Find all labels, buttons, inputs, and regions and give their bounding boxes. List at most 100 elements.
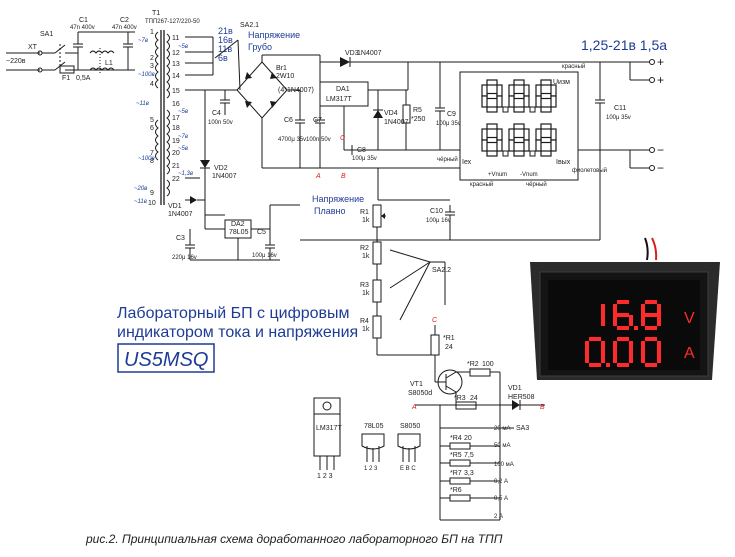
c8-value: 100μ 35v [352,156,377,162]
segment [540,136,552,144]
svg-text:−: − [657,161,664,175]
segment [601,341,605,352]
winding-100v-b: ~100в [138,156,155,162]
t1-pin-12: 12 [172,50,180,57]
segment [613,315,617,326]
transformer-t1: T1 ТПП267-127/220-50 1 2 3 4 5 6 7 8 9 1… [134,10,213,207]
r3-star-label: *R3 [454,395,466,402]
t1-pin-19: 19 [172,138,180,145]
t1-pin-8: 8 [150,158,154,165]
meter-plus-vnum: +Vnum [488,172,507,178]
r5-value: *250 [411,116,426,123]
t1-pin-21: 21 [172,163,180,170]
node-c-lower: C [432,317,438,324]
segment [589,363,601,367]
t1-pin-9: 9 [150,190,154,197]
c3-value: 220μ 16v [172,255,197,261]
winding-7v-a: ~7в [138,38,148,44]
pkg-s8050-pins: E B C [400,466,416,472]
decimal-point [606,363,610,367]
wire-red-label-b: красный [562,63,585,70]
c11-label: C11 [614,105,626,112]
segment [617,326,629,330]
segment [486,79,498,86]
segment [508,139,515,152]
segment [513,136,525,144]
c11-value: 100μ 35v [606,115,631,121]
winding-11v-b: ~11в [134,199,147,205]
segment [617,337,629,341]
da1-type: LM317T [326,96,352,103]
r1-star-label: *R1 [443,335,455,342]
r1-star-value: 24 [445,344,453,351]
br1-type: 2W10 [276,73,294,80]
segment [523,139,530,152]
wire-purple-label: фиолетовый [572,167,607,174]
t1-pin-4: 4 [150,81,154,88]
vd1-label: VD1 [168,203,182,210]
xt-label: XT [28,44,38,51]
t1-pin-2: 2 [150,55,154,62]
current-shunt-section: C *R1 24 VT1 S8050d *R2 100 VD1 HER508 B… [408,317,545,521]
r3-value: 1k [362,290,370,297]
wire-red-label-a: красный [470,181,493,188]
segment [481,84,488,97]
decimal-point [529,150,536,157]
segment [601,352,605,363]
meter-schematic: Uизм Iех Iвых +Vnum -Vnum красный чёрный… [437,63,607,188]
t1-pin-3: 3 [150,63,154,70]
pkg-s8050-label: S8050 [400,423,420,430]
sa3-label: SA3 [516,425,529,432]
t1-pin-16: 16 [172,101,180,108]
vd1-type: 1N4007 [168,211,193,218]
output-terminals: 1,25-21в 1,5а C11 100μ 35v + + − − [578,37,667,175]
segment [540,150,552,157]
r1-value: 1k [362,217,370,224]
segment [523,128,530,141]
c4-label: C4 [212,110,221,117]
meter-uizm-label: Uизм [553,79,570,86]
segment [613,341,617,352]
tap-11v: 11в [218,44,232,54]
title-block: Лабораторный БП с цифровым индикатором т… [117,305,358,373]
figure-caption: рис.2. Принципиальная схема доработанног… [85,532,503,546]
da2-type: 78L05 [229,229,249,236]
segment [645,326,657,330]
da2-label: DA2 [231,221,245,228]
aux-supply: VD2 1N4007 VD1 1N4007 DA2 78L05 C3 220μ … [168,90,300,261]
segment [585,341,589,352]
segment [523,95,530,108]
winding-11v: ~11в [136,101,149,107]
title-line-1: Лабораторный БП с цифровым [117,305,350,322]
r3-label: R3 [360,282,369,289]
range-50ma: 50 мА [494,443,510,449]
segment [513,79,525,86]
vd4-label: VD4 [384,110,398,117]
segment [613,304,617,315]
segment [645,313,657,317]
segment [540,106,552,113]
vd3-type: 1N4007 [357,50,382,57]
svg-text:+: + [657,73,664,87]
c1-label: C1 [79,17,88,24]
decimal-point [529,106,536,113]
r1-label: R1 [360,209,369,216]
segment [513,123,525,130]
segment [481,128,488,141]
mains-voltage-label: ~220в [6,58,26,65]
t1-pin-18: 18 [172,125,180,132]
r2-label: R2 [360,245,369,252]
c2-label: C2 [120,17,129,24]
t1-pin-1: 1 [150,29,154,36]
range-2a: 2 А [494,514,503,520]
c1-value: 47n 400v [70,25,95,31]
r7-star-value: 3,3 [464,470,474,477]
vd1-right-type: HER508 [508,394,535,401]
segment [513,150,525,157]
sa2-2-label: SA2.2 [432,267,451,274]
segment [585,352,589,363]
meter-photo-unit-a: A [684,345,695,362]
segment [641,304,645,315]
segment [645,363,657,367]
